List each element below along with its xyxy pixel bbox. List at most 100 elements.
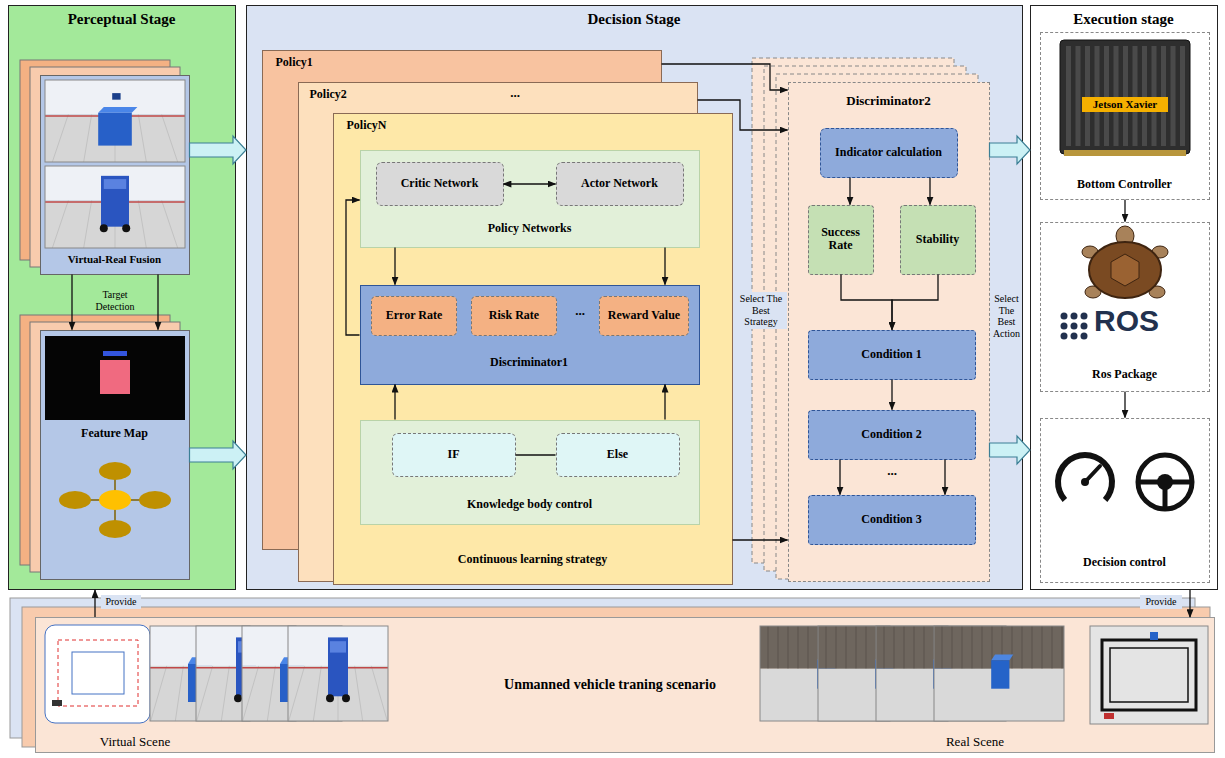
wall-plank xyxy=(904,626,905,669)
heatsink-fin xyxy=(1113,46,1118,146)
node-title: Policy Networks xyxy=(363,222,697,236)
heatsink-fin xyxy=(1180,46,1185,146)
rule-box: Else xyxy=(556,433,680,477)
discriminator-card: Discriminator2Indicator calculationSucce… xyxy=(788,82,990,582)
wall-plank xyxy=(1022,626,1023,669)
top-view xyxy=(1090,626,1208,724)
wall-plank xyxy=(1062,626,1063,669)
wall-plank xyxy=(1052,626,1053,669)
wall-plank xyxy=(1032,626,1033,669)
image-card: Virtual-Real Fusion xyxy=(40,75,190,275)
device-box: Decision control xyxy=(1040,418,1210,583)
discriminator-box: Discriminator1Error RateRisk RateReward … xyxy=(360,285,700,385)
floor-tile xyxy=(52,200,68,248)
illustration-group xyxy=(45,625,1208,724)
node-title: Policy2 xyxy=(310,88,686,102)
heatsink-fin xyxy=(1151,46,1156,146)
scene-sky xyxy=(45,80,185,114)
heatsink-fin xyxy=(1104,46,1109,146)
node-title: Indicator calculation xyxy=(823,146,955,160)
node-title: Perceptual Stage xyxy=(11,11,233,28)
wall-plank xyxy=(1042,626,1043,669)
policy-card: PolicyN Continuous learning strategy Polic… xyxy=(333,113,733,585)
floor-tile xyxy=(221,666,229,721)
floor-tile xyxy=(83,114,91,162)
ellipsis: ... xyxy=(563,304,597,319)
node-title: IF xyxy=(395,448,513,462)
vehicle-wheel xyxy=(234,694,242,702)
logo-dot xyxy=(1070,312,1077,319)
node-title: Decision Stage xyxy=(249,11,1020,28)
logo-dot xyxy=(1080,312,1087,319)
feature-node xyxy=(139,491,171,509)
node-title: Virtual-Real Fusion xyxy=(43,253,187,266)
heatsink-fin xyxy=(1123,46,1128,146)
node-caption: Continuous learning strategy xyxy=(336,553,730,567)
illustration xyxy=(40,75,190,275)
map-vehicle xyxy=(52,700,62,706)
stage-panel: Decision StagePolicy1Policy2PolicyN Conti… xyxy=(246,5,1023,590)
floor-tile xyxy=(267,666,275,721)
wall-plank xyxy=(924,626,925,669)
condition-box: Condition 2 xyxy=(808,410,976,460)
vehicle-wheel xyxy=(99,224,107,232)
floor-tile xyxy=(371,666,387,721)
floor-tile xyxy=(138,200,146,248)
node-title: Discriminator2 xyxy=(791,94,987,109)
wall-plank xyxy=(808,626,809,669)
vehicle-top xyxy=(103,179,125,189)
node-title: Else xyxy=(559,448,677,462)
wall-plank xyxy=(1012,626,1013,669)
node-title: Actor Network xyxy=(559,177,681,191)
scene-frame xyxy=(45,80,185,162)
condition-box: Condition 3 xyxy=(808,495,976,545)
image-card: Feature Map xyxy=(40,330,190,580)
illustration-group xyxy=(45,80,185,248)
logo-dot xyxy=(1060,332,1067,339)
top-vehicle xyxy=(1104,713,1114,719)
group-box: Knowledge body controlIFElse xyxy=(360,420,700,525)
detected-object xyxy=(100,360,130,394)
cube-top xyxy=(98,107,137,113)
illustration-group xyxy=(1055,451,1192,508)
feature-node xyxy=(99,462,131,480)
top-track-inner xyxy=(1110,648,1188,702)
wall-plank xyxy=(952,626,953,669)
far-object xyxy=(112,93,120,100)
scene-caption: Real Scene xyxy=(915,735,1035,750)
top-track xyxy=(1102,640,1196,710)
scene-frame xyxy=(288,626,388,721)
wall-plank xyxy=(788,626,789,669)
wall-plank xyxy=(768,626,769,669)
vehicle-wheel xyxy=(326,694,334,702)
node-title: PolicyN xyxy=(347,119,719,133)
map-track xyxy=(58,640,138,706)
vehicle-body xyxy=(101,175,129,226)
floor-tile xyxy=(197,666,213,721)
logo-dot xyxy=(1060,322,1067,329)
floor-tile xyxy=(243,666,259,721)
wall-plank xyxy=(856,626,857,669)
floor-tile xyxy=(355,666,363,721)
floor-tile xyxy=(52,114,68,162)
floor-tile xyxy=(289,666,305,721)
wall-plank xyxy=(894,626,895,669)
feature-node xyxy=(59,491,91,509)
node-title: Risk Rate xyxy=(474,309,554,323)
device-label: Jetson Xavier xyxy=(1082,97,1168,112)
floor-tile xyxy=(161,200,177,248)
wall-plank xyxy=(884,626,885,669)
node-title: Condition 2 xyxy=(811,428,973,442)
heatsink-fin xyxy=(1085,46,1090,146)
heatsink-fin xyxy=(1170,46,1175,146)
feature-node xyxy=(99,490,131,510)
feature-image xyxy=(45,336,185,420)
illustration xyxy=(40,330,190,580)
wall-plank xyxy=(778,626,779,669)
floor-tile xyxy=(83,200,91,248)
node-title: Critic Network xyxy=(379,177,501,191)
group-box: Policy Networks Critic Network Actor Netwo… xyxy=(360,150,700,248)
node-title: Policy1 xyxy=(276,56,648,70)
ellipsis: ... xyxy=(877,464,907,479)
